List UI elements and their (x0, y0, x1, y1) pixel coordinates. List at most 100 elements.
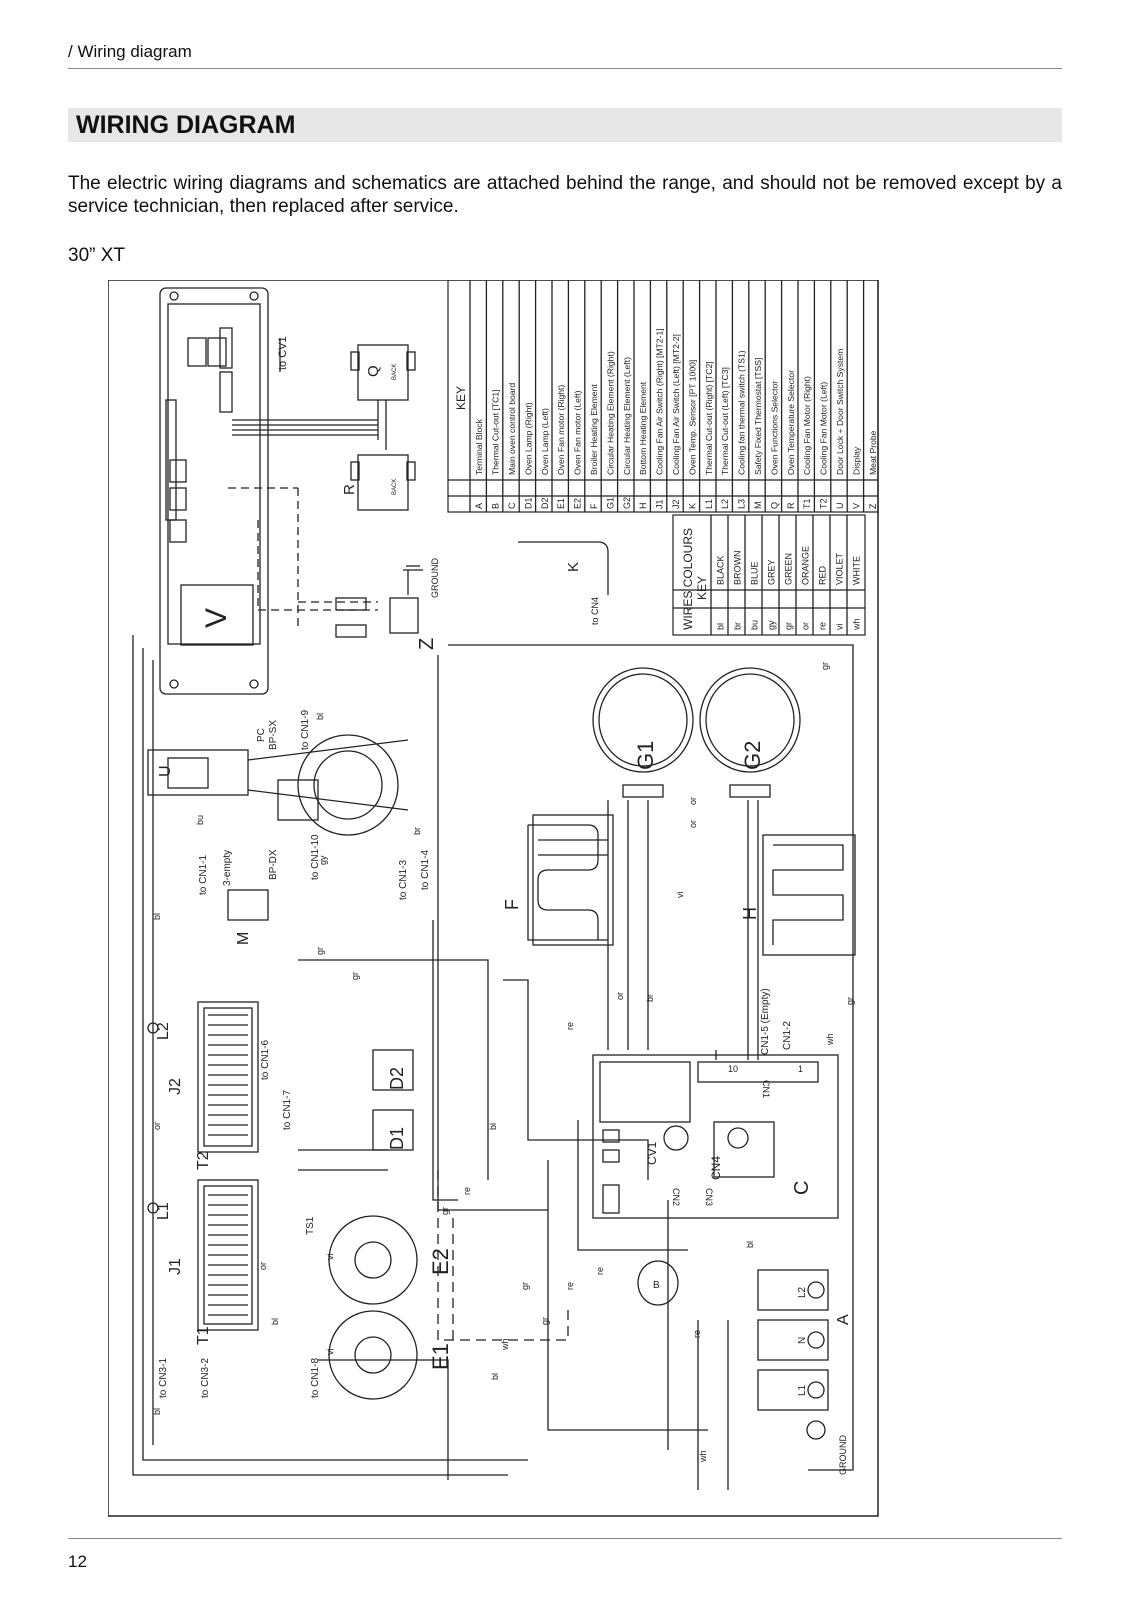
svg-text:gr: gr (440, 1207, 450, 1215)
svg-text:D2: D2 (387, 1067, 407, 1090)
key-label: Oven Functions Selector (769, 381, 779, 475)
svg-text:re: re (595, 1267, 605, 1275)
key-code: L2 (720, 499, 730, 509)
key-code: U (835, 503, 845, 510)
svg-text:to CN1-3: to CN1-3 (398, 860, 409, 900)
svg-text:L2: L2 (155, 1022, 172, 1040)
svg-text:gy: gy (318, 855, 328, 865)
svg-text:CN1-5 (Empty): CN1-5 (Empty) (760, 988, 771, 1055)
key-label: Thermal Cut-out [TC1] (491, 390, 501, 475)
svg-text:bl: bl (488, 1123, 498, 1130)
key-code: Q (769, 502, 779, 509)
oven-temperature-selector-r: BACK R (341, 454, 416, 511)
key-code: M (753, 502, 763, 510)
key-label: Cooling fan thermal switch (TS1) (737, 350, 747, 475)
key-code: Z (868, 503, 878, 509)
key-label: Oven Fan motor (Left) (573, 390, 583, 475)
thermal-cutout-b: B (637, 1260, 679, 1306)
svg-text:to CN1-6: to CN1-6 (260, 1040, 271, 1080)
wire-colour-code: re (818, 622, 828, 630)
key-code: J1 (655, 499, 665, 509)
title-band: WIRING DIAGRAM (68, 108, 1062, 142)
svg-text:C: C (791, 1181, 813, 1195)
key-label: Door Lock + Door Switch System (835, 349, 845, 475)
key-label: Oven Temp. Sensor [PT 1000] (687, 360, 697, 475)
svg-text:V: V (200, 608, 233, 628)
key-label: Oven Temperature Selector (786, 370, 796, 475)
terminal-block-a: A L2 N L1 GROUND (757, 1269, 852, 1475)
model-label: 30” XT (68, 245, 126, 266)
dashed-harness (437, 1170, 569, 1341)
wire-colour-label: BLACK (716, 555, 726, 585)
key-code: C (507, 502, 517, 509)
svg-text:R: R (341, 484, 358, 495)
svg-text:N: N (797, 1337, 808, 1344)
key-label: Terminal Block (474, 418, 484, 475)
key-code: G1 (605, 497, 615, 509)
key-label: Broiler Heating Element (589, 384, 599, 475)
svg-text:CN4: CN4 (709, 1156, 723, 1180)
svg-text:vi: vi (675, 892, 685, 899)
svg-text:or: or (152, 1122, 162, 1130)
key-code: R (786, 502, 796, 509)
svg-text:BACK: BACK (392, 479, 398, 495)
wire-colour-code: gy (767, 620, 777, 630)
svg-text:U: U (157, 765, 174, 777)
key-label: Oven Lamp (Left) (540, 408, 550, 475)
svg-text:wh: wh (500, 1338, 510, 1351)
wire-colour-tags: gr or or bu bl bl gy br gr gr or br vi r… (152, 662, 855, 1463)
svg-text:gr: gr (350, 972, 360, 980)
page-number: 12 (68, 1552, 87, 1571)
key-label: Display (851, 446, 861, 475)
door-lock-u: U PC BP-SX to CN1-9 BP-DX to CN1-10 (147, 710, 409, 880)
wire-colour-label: BLUE (750, 561, 760, 585)
svg-text:L2: L2 (797, 1286, 808, 1298)
svg-text:F: F (502, 899, 522, 910)
svg-text:T1: T1 (195, 1326, 212, 1345)
bottom-element-h: H (740, 834, 856, 956)
to-cv1-label: to CV1 (277, 336, 289, 370)
svg-text:gr: gr (520, 1282, 530, 1290)
svg-text:G1: G1 (633, 741, 658, 770)
ribbon-cables (232, 400, 387, 450)
svg-text:J2: J2 (167, 1078, 184, 1095)
wire-colour-label: WHITE (852, 556, 862, 585)
wire-colour-code: bl (716, 623, 726, 630)
svg-text:CN1: CN1 (761, 1080, 771, 1098)
key-label: Meat Probe (868, 430, 878, 475)
svg-text:re: re (565, 1022, 575, 1030)
footer-divider (68, 1538, 1062, 1539)
key-label: Cooling Fan Air Switch (Right) [MT2-1] (655, 328, 665, 475)
key-code: E2 (573, 498, 583, 509)
oven-fan-motors: E2 E1 (328, 1215, 453, 1400)
oven-functions-selector-q: BACK Q (350, 344, 416, 401)
svg-text:CN1-2: CN1-2 (782, 1021, 793, 1050)
svg-text:L1: L1 (797, 1384, 808, 1396)
key-code: K (687, 503, 697, 509)
svg-text:G2: G2 (740, 741, 765, 770)
svg-text:or: or (688, 820, 698, 828)
key-code: D2 (540, 497, 550, 509)
wire-colour-code: or (801, 622, 811, 630)
svg-text:gr: gr (820, 662, 830, 670)
svg-text:T2: T2 (195, 1151, 212, 1170)
broiler-element-f: F (502, 814, 614, 946)
svg-text:gr: gr (315, 947, 325, 955)
wire-colours-table: blBLACKbrBROWNbuBLUEgyGREYgrGREENorORANG… (672, 514, 866, 636)
wire-colour-code: vi (835, 624, 845, 631)
intro-paragraph: The electric wiring diagrams and schemat… (68, 173, 1062, 217)
wire-colour-label: RED (818, 565, 828, 585)
svg-text:BP-DX: BP-DX (268, 849, 279, 880)
svg-text:to CN4: to CN4 (590, 597, 600, 625)
svg-text:re: re (565, 1282, 575, 1290)
key-code: L1 (704, 499, 714, 509)
svg-text:M: M (235, 932, 252, 945)
wire-colours-heading-key: KEY (695, 576, 709, 600)
oven-temp-sensor-k: K to CN4 (518, 541, 609, 625)
key-code: E1 (556, 498, 566, 509)
svg-text:to CN1-8: to CN1-8 (310, 1358, 321, 1398)
svg-text:CV1: CV1 (645, 1141, 659, 1165)
svg-text:bl: bl (152, 1408, 162, 1415)
svg-text:wh: wh (698, 1450, 708, 1463)
